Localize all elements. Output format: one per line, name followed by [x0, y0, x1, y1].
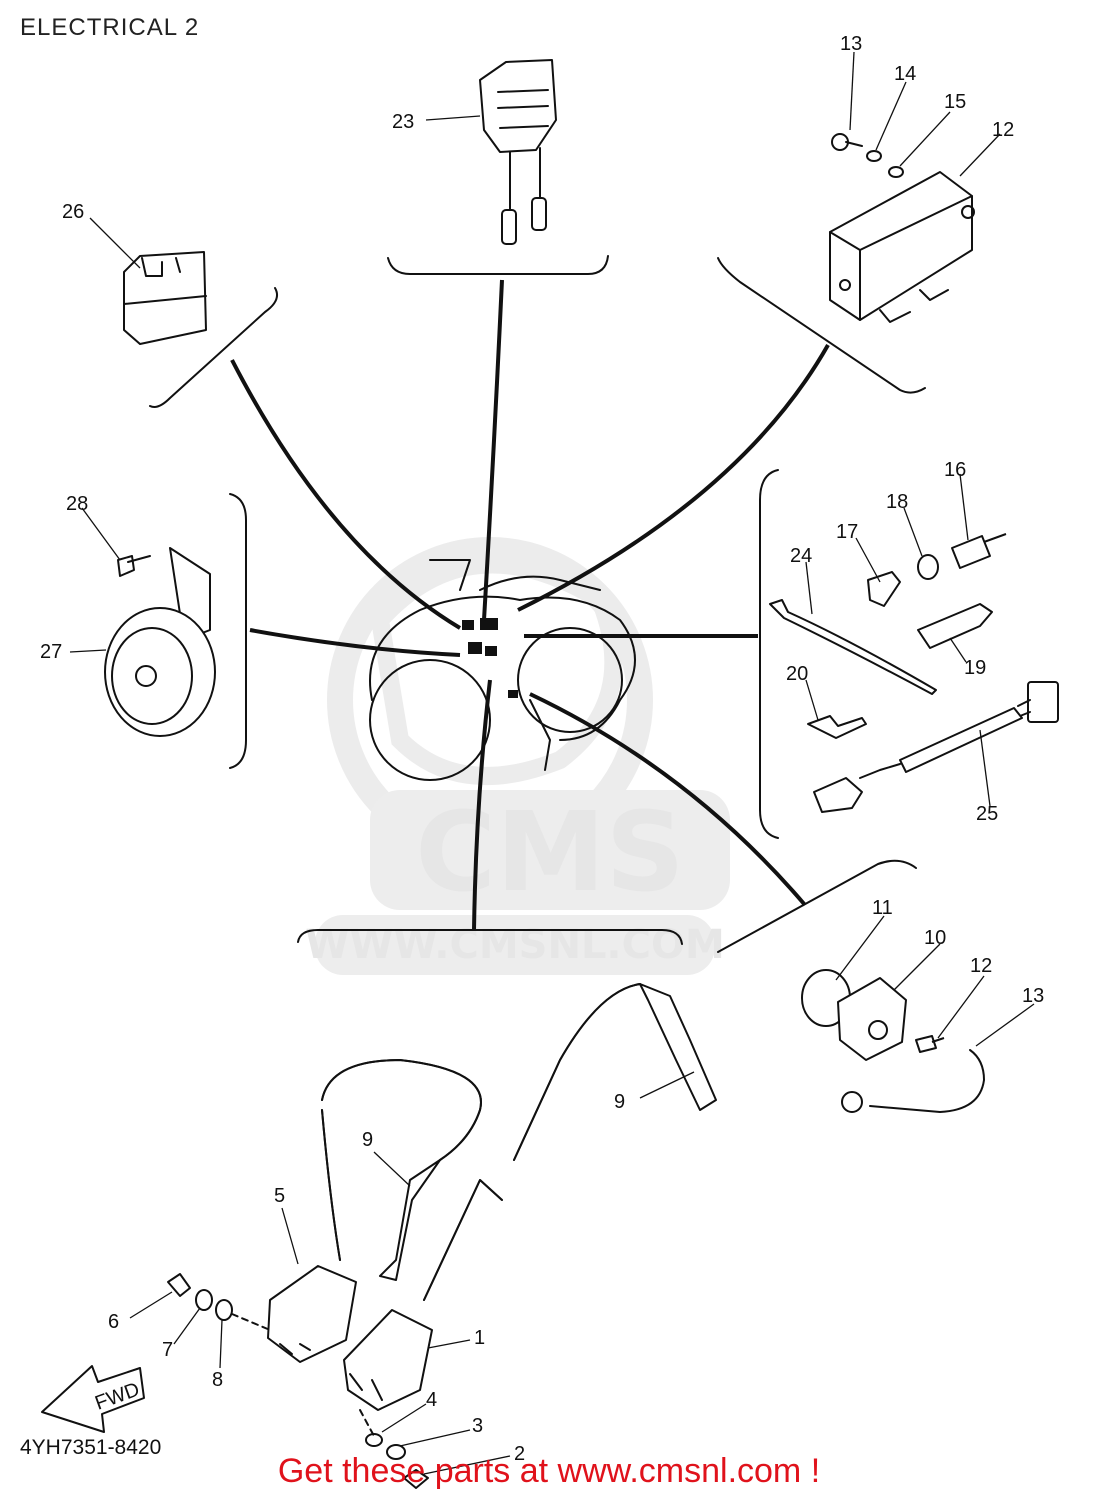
callout-28: 28	[66, 493, 88, 515]
callout-1: 1	[474, 1327, 485, 1349]
callout-9-a: 9	[614, 1091, 625, 1113]
group-frames	[149, 255, 926, 953]
part-18-25-hardware	[769, 533, 1059, 813]
callout-15: 13	[840, 33, 862, 55]
callout-5: 5	[274, 1185, 285, 1207]
location-wires	[230, 279, 830, 931]
part-26-relay	[123, 251, 207, 345]
callout-18: 16	[944, 459, 966, 481]
part-27-horn	[104, 547, 216, 737]
callout-3: 3	[472, 1415, 483, 1437]
callout-2: 2	[514, 1443, 525, 1465]
callout-27: 27	[40, 641, 62, 663]
callout-12: 12	[970, 955, 992, 977]
callout-16: 14	[894, 63, 916, 85]
diagram-title: ELECTRICAL 2	[20, 14, 200, 41]
part-23-connector	[479, 59, 557, 245]
callout-4: 4	[426, 1389, 437, 1411]
callout-23: 23	[392, 111, 414, 133]
callout-8: 8	[212, 1369, 223, 1391]
callout-numbers: 23 26 13 14 15 12 28 27 16 18 17 24 19 2…	[40, 33, 1044, 1465]
motorcycle-location-sketch	[369, 559, 636, 781]
callout-26: 26	[62, 201, 84, 223]
callout-11: 11	[872, 897, 893, 919]
footer-promo-link[interactable]: Get these parts at www.cmsnl.com !	[277, 1452, 821, 1490]
cms-watermark: CMS WWW.CMSNL.COM	[305, 537, 730, 975]
fwd-arrow-icon: FWD	[41, 1365, 145, 1433]
callout-17: 15	[944, 91, 966, 113]
callout-22: 20	[786, 663, 808, 685]
callout-6: 6	[108, 1311, 119, 1333]
callout-9-b: 9	[362, 1129, 373, 1151]
part-14-cdi-unit	[829, 133, 975, 323]
callout-19: 17	[836, 521, 858, 543]
callout-21: 19	[964, 657, 986, 679]
part-10-13-pickup	[801, 969, 985, 1113]
callout-25: 24	[790, 545, 812, 567]
watermark-brand: CMS	[415, 788, 684, 916]
callout-10: 10	[924, 927, 946, 949]
watermark-url: WWW.CMSNL.COM	[305, 922, 725, 968]
callout-14: 12	[992, 119, 1014, 141]
part-code: 4YH7351-8420	[20, 1436, 162, 1459]
callout-20: 18	[886, 491, 908, 513]
part-fasteners	[167, 1273, 429, 1489]
callout-13: 13	[1022, 985, 1044, 1007]
callout-7: 7	[162, 1339, 173, 1361]
callout-24: 25	[976, 803, 998, 825]
part-1-5-ignition-coils	[267, 983, 717, 1411]
leader-lines	[69, 51, 1035, 1475]
